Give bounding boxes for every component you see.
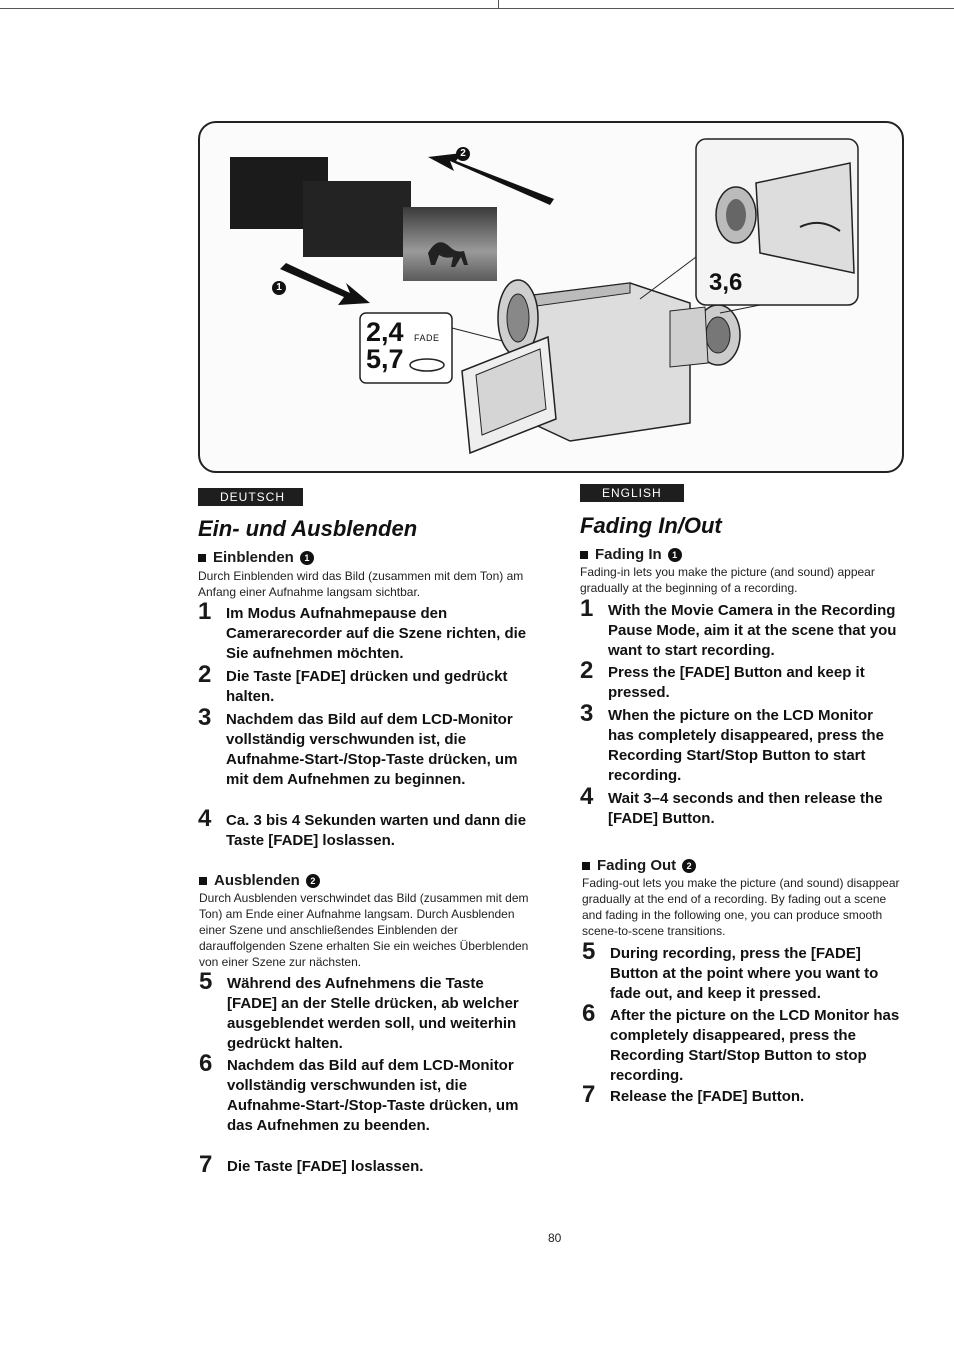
step-text: After the picture on the LCD Monitor has… <box>610 1007 900 1084</box>
step-number: 6 <box>582 1000 596 1027</box>
step-number: 7 <box>199 1151 213 1178</box>
subheading-text: Fading In <box>595 546 662 563</box>
arrow-fade-in <box>280 263 370 305</box>
step-en-4: 4 Wait 3–4 seconds and then release the … <box>580 783 902 829</box>
section-title-deutsch: Ein- und Ausblenden <box>198 516 418 541</box>
step-number: 4 <box>198 805 212 832</box>
lcd-screen <box>475 348 547 436</box>
camera-illustration: 2,4 5,7 3,6 FADE 1 2 <box>198 121 904 473</box>
animal-silhouette <box>428 242 468 267</box>
eyecup-inner <box>705 316 731 354</box>
step-number: 3 <box>198 704 212 731</box>
inset-leader-1 <box>639 256 697 300</box>
step-en-7: 7 Release the [FADE] Button. <box>582 1081 902 1108</box>
step-number: 6 <box>199 1050 213 1077</box>
step-number: 7 <box>582 1081 596 1108</box>
section-title-english: Fading In/Out <box>580 513 722 538</box>
step-de-1: 1 Im Modus Aufnahmepause den Camerarecor… <box>198 598 528 664</box>
step-text: Nachdem das Bild auf dem LCD-Monitor vol… <box>226 711 518 788</box>
intro-fading-in: Fading-in lets you make the picture (and… <box>580 565 875 595</box>
step-text: Ca. 3 bis 4 Sekunden warten und dann die… <box>226 812 527 849</box>
steps-label-c: 3,6 <box>709 269 743 296</box>
fade-button-shape <box>409 358 445 372</box>
step-number: 1 <box>580 595 594 622</box>
step-text: Im Modus Aufnahmepause den Camerarecorde… <box>226 605 527 662</box>
step-text: Press the [FADE] Button and keep it pres… <box>608 664 865 701</box>
frame-dark-2 <box>303 181 411 257</box>
fade-button-label: FADE <box>414 333 440 343</box>
intro-ausblenden: Durch Ausblenden verschwindet das Bild (… <box>199 891 529 969</box>
illustration-drawing <box>230 138 859 455</box>
step-text: Nachdem das Bild auf dem LCD-Monitor vol… <box>227 1057 519 1134</box>
steps-label-b: 5,7 <box>366 344 404 374</box>
marker-circle-icon: 1 <box>299 550 314 565</box>
bullet-square-icon <box>198 553 206 562</box>
subheading-ausblenden: Ausblenden 2 <box>199 872 320 889</box>
step-number: 5 <box>582 938 596 965</box>
step-number: 3 <box>580 700 594 727</box>
inset-eyecup-inner <box>726 199 746 231</box>
step-text: Die Taste [FADE] drücken und gedrückt ha… <box>226 668 508 705</box>
step-en-2: 2 Press the [FADE] Button and keep it pr… <box>580 657 902 703</box>
step-de-7: 7 Die Taste [FADE] loslassen. <box>199 1151 529 1178</box>
step-number: 5 <box>199 968 213 995</box>
top-rule <box>0 8 954 9</box>
marker-circle-icon: 2 <box>682 858 697 873</box>
inset-body <box>755 162 855 274</box>
step-text: Release the [FADE] Button. <box>610 1088 805 1105</box>
marker-fade-in: 1 <box>272 281 286 295</box>
step-text: Wait 3–4 seconds and then release the [F… <box>608 790 883 827</box>
step-number: 4 <box>580 783 594 810</box>
bullet-square-icon <box>580 550 588 559</box>
step-text: With the Movie Camera in the Recording P… <box>608 602 897 659</box>
step-text: When the picture on the LCD Monitor has … <box>608 707 884 784</box>
step-number: 2 <box>198 661 212 688</box>
inset-strap <box>799 221 841 232</box>
marker-fade-out: 2 <box>456 147 470 161</box>
subheading-text: Einblenden <box>213 549 294 566</box>
camcorder-lens-glass <box>506 293 530 343</box>
subheading-text: Ausblenden <box>214 872 300 889</box>
frame-scene-texture <box>403 207 497 281</box>
top-tick <box>498 0 499 9</box>
step-de-2: 2 Die Taste [FADE] drücken und gedrückt … <box>198 661 528 707</box>
arrow-fade-out <box>428 153 554 205</box>
subheading-text: Fading Out <box>597 857 677 874</box>
step-en-3: 3 When the picture on the LCD Monitor ha… <box>580 700 902 786</box>
step-de-3: 3 Nachdem das Bild auf dem LCD-Monitor v… <box>198 704 528 790</box>
step-en-6: 6 After the picture on the LCD Monitor h… <box>582 1000 902 1086</box>
language-tag-deutsch: DEUTSCH <box>198 488 303 506</box>
step-text: During recording, press the [FADE] Butto… <box>610 945 879 1002</box>
step-de-4: 4 Ca. 3 bis 4 Sekunden warten und dann d… <box>198 805 528 851</box>
bullet-square-icon <box>582 861 590 870</box>
page-number: 80 <box>548 1231 562 1245</box>
language-tag-english: ENGLISH <box>580 484 684 502</box>
inset-leader-2 <box>719 304 761 314</box>
subheading-fading-in: Fading In 1 <box>580 546 682 563</box>
step-text: Während des Aufnehmens die Taste [FADE] … <box>227 975 519 1052</box>
bullet-square-icon <box>199 876 207 885</box>
steps-label-a: 2,4 <box>366 317 404 347</box>
marker-circle-icon: 1 <box>667 547 682 562</box>
step-number: 1 <box>198 598 212 625</box>
step-en-5: 5 During recording, press the [FADE] But… <box>582 938 902 1004</box>
intro-fading-out: Fading-out lets you make the picture (an… <box>582 876 900 938</box>
step-number: 2 <box>580 657 594 684</box>
subheading-einblenden: Einblenden 1 <box>198 549 314 566</box>
marker-circle-icon: 2 <box>305 873 320 888</box>
step-en-1: 1 With the Movie Camera in the Recording… <box>580 595 902 661</box>
step-de-5: 5 Während des Aufnehmens die Taste [FADE… <box>199 968 529 1054</box>
viewfinder-tube <box>669 306 709 368</box>
step-text: Die Taste [FADE] loslassen. <box>227 1158 424 1175</box>
subheading-fading-out: Fading Out 2 <box>582 857 697 874</box>
step-de-6: 6 Nachdem das Bild auf dem LCD-Monitor v… <box>199 1050 529 1136</box>
intro-einblenden: Durch Einblenden wird das Bild (zusammen… <box>198 569 524 599</box>
